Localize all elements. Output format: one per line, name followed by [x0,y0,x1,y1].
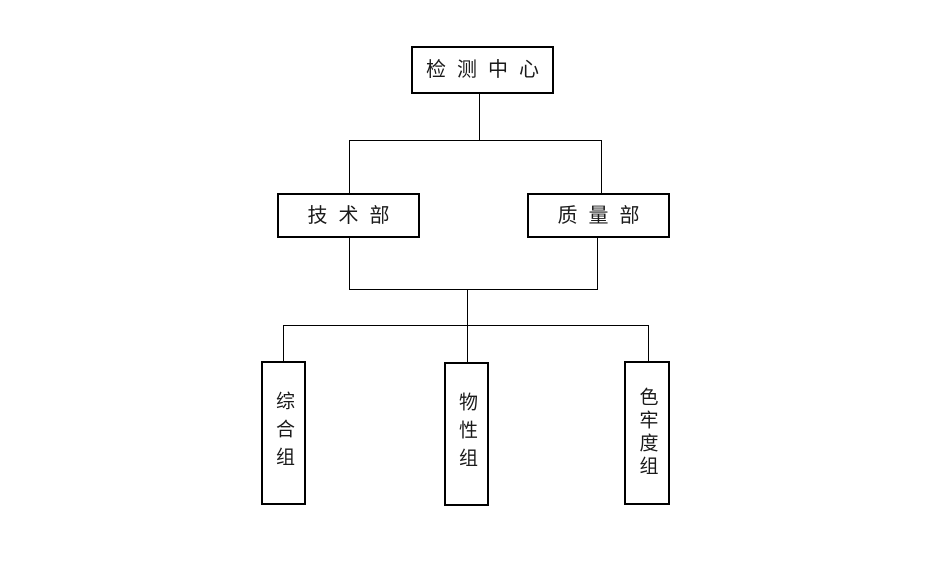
node-colorfastness-group-label: 色牢度组 [636,387,658,479]
connector-tech-drop [349,140,350,193]
node-testing-center: 检测中心 [411,46,554,94]
connector-quality-exit [597,238,598,289]
node-comprehensive-group-label: 综合组 [273,391,294,475]
connector-level3-bus [283,325,649,326]
connector-tech-exit [349,238,350,289]
node-technical-dept-label: 技术部 [307,204,401,227]
connector-merge-bus [349,289,598,290]
connector-quality-drop [601,140,602,193]
node-technical-dept: 技术部 [277,193,420,238]
connector-root-drop [479,94,480,140]
node-physical-group: 物性组 [444,362,489,506]
connector-level2-bus [349,140,602,141]
node-colorfastness-group: 色牢度组 [624,361,670,505]
node-quality-dept: 质量部 [527,193,670,238]
connector-group1-drop [283,325,284,361]
connector-group3-drop [648,325,649,361]
node-quality-dept-label: 质量部 [557,204,651,227]
node-testing-center-label: 检测中心 [426,59,550,81]
node-comprehensive-group: 综合组 [261,361,306,505]
node-physical-group-label: 物性组 [456,392,477,476]
